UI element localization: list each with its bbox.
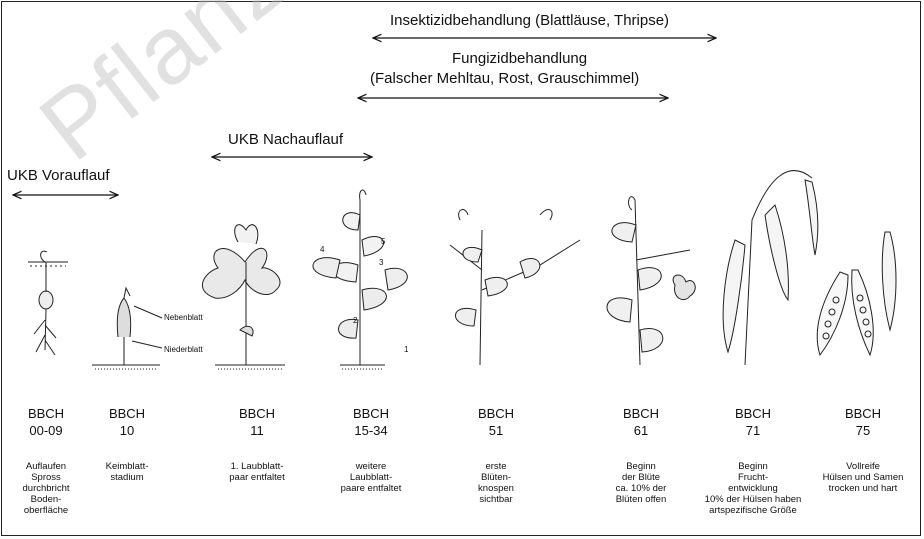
leaf-number: 2 bbox=[353, 316, 357, 325]
plant-bbch-11 bbox=[202, 225, 285, 369]
insecticide-label: Insektizidbehandlung (Blattläuse, Thrips… bbox=[390, 12, 669, 29]
plant-bbch-15-34 bbox=[313, 190, 407, 369]
nebenblatt-label: Nebenblatt bbox=[164, 313, 203, 322]
fungicide-label-line2: (Falscher Mehltau, Rost, Grauschimmel) bbox=[370, 70, 639, 87]
ukb-post-label: UKB Nachauflauf bbox=[228, 131, 343, 148]
plant-bbch-71 bbox=[723, 171, 818, 365]
fungicide-label-line1: Fungizidbehandlung bbox=[452, 50, 587, 67]
plant-bbch-75 bbox=[817, 232, 896, 355]
plant-bbch-51 bbox=[450, 210, 580, 365]
leaf-number: 1 bbox=[404, 345, 408, 354]
leaf-number: 4 bbox=[320, 245, 324, 254]
plant-bbch-10 bbox=[92, 288, 162, 369]
stage-description: Keimblatt-stadium bbox=[92, 461, 162, 483]
leaf-number: 3 bbox=[379, 258, 383, 267]
stage-description: 1. Laubblatt-paar entfaltet bbox=[207, 461, 307, 483]
plant-bbch-61 bbox=[607, 197, 695, 365]
ukb-pre-label: UKB Vorauflauf bbox=[7, 167, 110, 184]
leaf-number: 5 bbox=[381, 237, 385, 246]
plant-bbch-00-09 bbox=[28, 251, 68, 355]
niederblatt-label: Niederblatt bbox=[164, 345, 203, 354]
